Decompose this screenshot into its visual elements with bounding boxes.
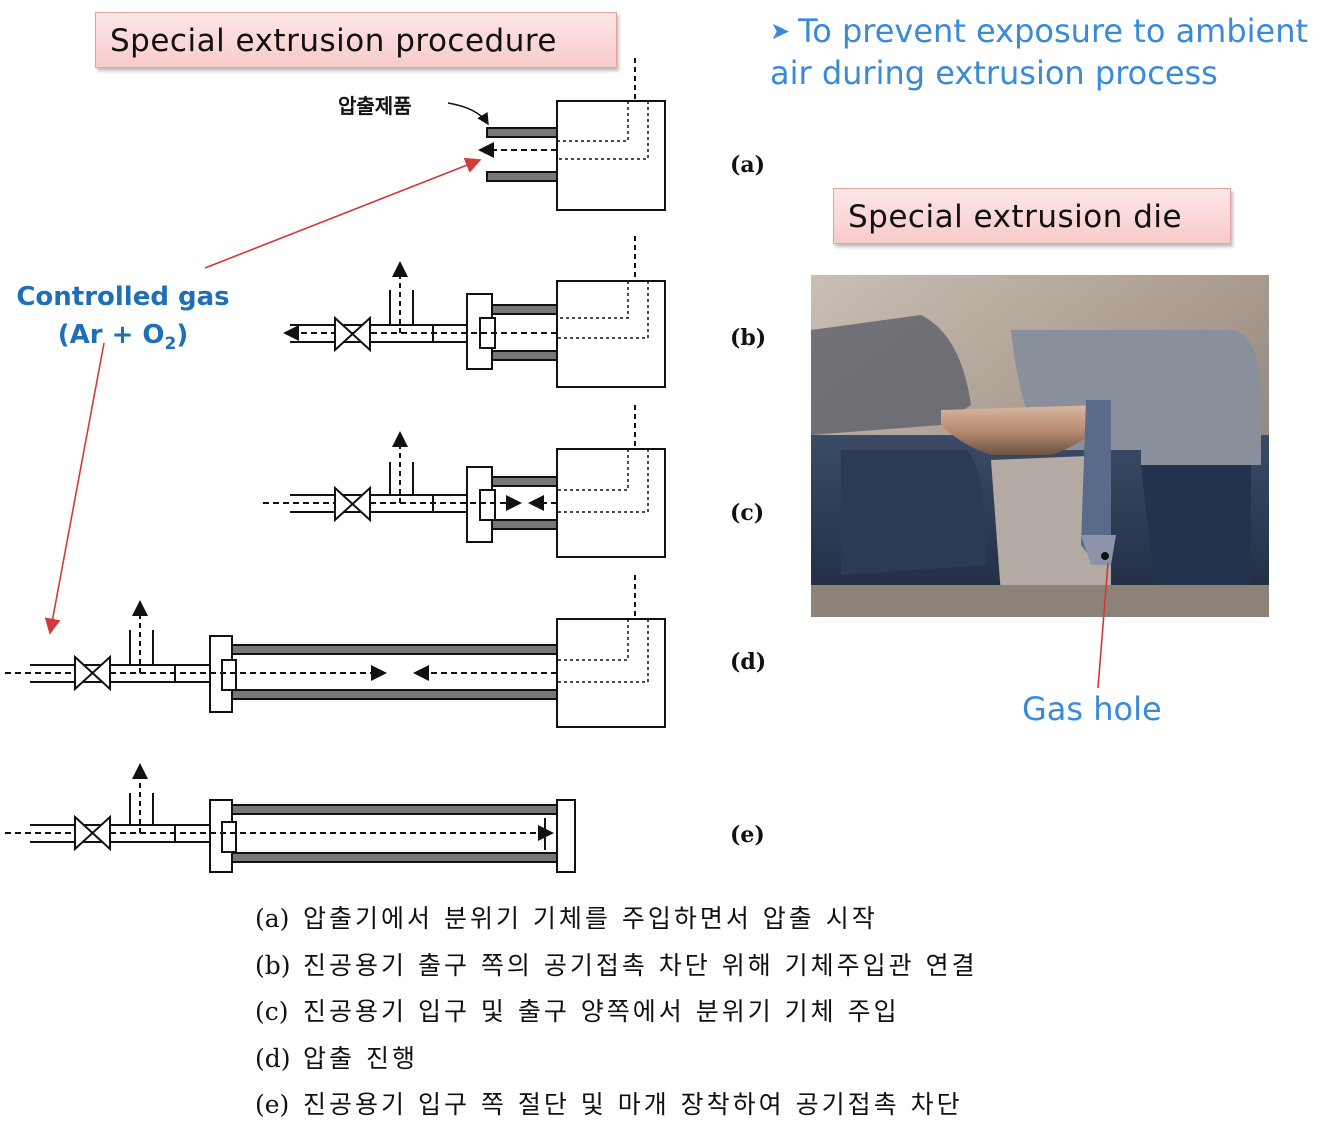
- caption-b: (b)진공용기 출구 쪽의 공기접촉 차단 위해 기체주입관 연결: [255, 950, 978, 980]
- procedure-title: Special extrusion procedure: [95, 12, 617, 68]
- gas-arrow-to-d: [44, 342, 105, 635]
- purpose-note: ➤To prevent exposure to ambient air duri…: [770, 10, 1325, 94]
- stage-c: [263, 405, 666, 558]
- gas-arrow-to-a: [204, 157, 482, 269]
- die-title: Special extrusion die: [833, 188, 1231, 244]
- step-tag-c: (c): [730, 500, 765, 526]
- extrusion-die-photo: [811, 275, 1269, 617]
- gas-hole-marker: [1101, 552, 1109, 560]
- extruded-product-label: 압출제품: [338, 94, 412, 118]
- step-tag-a: (a): [730, 152, 766, 178]
- bullet-arrow-icon: ➤: [770, 17, 791, 45]
- caption-a: (a)압출기에서 분위기 기체를 주입하면서 압출 시작: [255, 904, 878, 933]
- step-tag-d: (d): [730, 649, 767, 675]
- stage-a: [478, 58, 666, 211]
- caption-d: (d)압출 진행: [255, 1043, 418, 1073]
- step-tag-e: (e): [730, 822, 765, 848]
- caption-e: (e)진공용기 입구 쪽 절단 및 마개 장착하여 공기접촉 차단: [255, 1090, 963, 1119]
- controlled-gas-label: Controlled gas (Ar + O2): [0, 278, 246, 363]
- controlled-gas-line1: Controlled gas: [16, 282, 230, 312]
- step-tag-b: (b): [730, 325, 767, 351]
- controlled-gas-line2: (Ar + O2): [57, 320, 189, 355]
- caption-c: (c)진공용기 입구 및 출구 양쪽에서 분위기 기체 주입: [255, 997, 900, 1026]
- gas-hole-label: Gas hole: [1022, 690, 1162, 728]
- purpose-note-text: To prevent exposure to ambient air durin…: [770, 12, 1309, 92]
- stage-e: [5, 763, 576, 873]
- step-captions: (a)압출기에서 분위기 기체를 주입하면서 압출 시작 (b)진공용기 출구 …: [255, 896, 1155, 1129]
- stage-d: [5, 575, 666, 728]
- gas-hole-pointer: [1097, 562, 1109, 689]
- product-pointer: [447, 102, 489, 126]
- stage-b: [283, 236, 666, 388]
